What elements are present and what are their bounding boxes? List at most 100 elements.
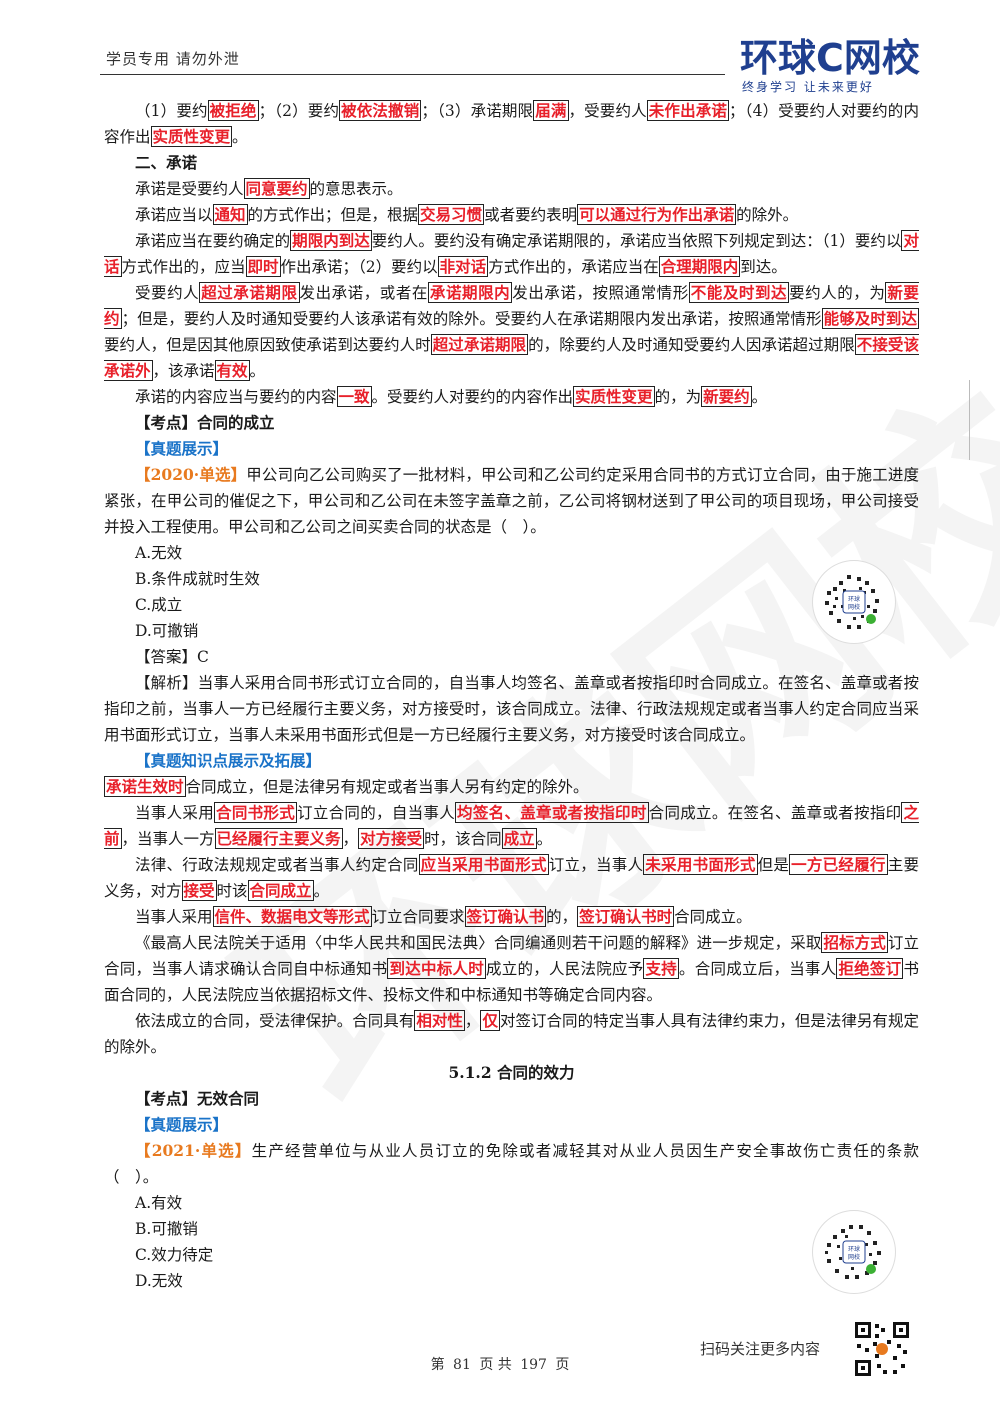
keyword: 对方接受 xyxy=(358,828,425,849)
text: 。 xyxy=(751,388,768,406)
svg-text:环球: 环球 xyxy=(848,1245,860,1253)
qr-pattern: 环球 网校 xyxy=(814,562,894,642)
keyword: 仅 xyxy=(480,1010,500,1031)
wechat-qr-code-icon[interactable]: 环球 网校 xyxy=(812,560,896,644)
text: 方式作出的，承诺应当在 xyxy=(488,258,659,276)
page-mid: 页 共 xyxy=(479,1357,512,1373)
text: 订立合同的，自当事人 xyxy=(297,804,456,822)
text: 作出承诺；（2）要约以 xyxy=(280,258,438,276)
qr-pattern xyxy=(853,1320,911,1378)
keyword: 拒绝签订 xyxy=(836,958,904,979)
qr-pattern: 环球 网校 xyxy=(814,1212,894,1292)
text: ；（2）要约 xyxy=(258,102,340,120)
wechat-qr-code-icon[interactable]: 环球 网校 xyxy=(812,1210,896,1294)
keyword: 不能及时到达 xyxy=(688,282,790,303)
paragraph: 承诺是受要约人同意要约的意思表示。 xyxy=(104,176,919,202)
keyword: 即时 xyxy=(245,256,281,277)
paragraph-offer-termination: （1）要约被拒绝；（2）要约被依法撤销；（3）承诺期限届满，受要约人未作出承诺；… xyxy=(104,98,919,150)
text: 时，该合同 xyxy=(424,830,502,848)
text: 。受要约人对要约的内容作出 xyxy=(371,388,574,406)
section-heading: 二、承诺 xyxy=(135,153,198,172)
brand-logo: 环球C网校 终身学习 让未来更好 xyxy=(740,36,920,100)
text: 承诺应当在要约确定的 xyxy=(135,232,291,250)
paragraph: 受要约人超过承诺期限发出承诺，或者在承诺期限内发出承诺，按照通常情形不能及时到达… xyxy=(104,280,919,384)
keyword: 同意要约 xyxy=(243,178,310,199)
keyword: 应当采用书面形式 xyxy=(418,854,549,875)
text: ， xyxy=(464,1012,481,1030)
svg-text:网校: 网校 xyxy=(848,603,860,611)
text: 的意思表示。 xyxy=(309,180,403,198)
answer: 【答案】C xyxy=(135,648,209,666)
text: 成立的，人民法院应予 xyxy=(485,960,644,978)
keyword: 承诺期限内 xyxy=(427,282,513,303)
keyword: 合同书形式 xyxy=(214,802,298,823)
paragraph: 当事人采用信件、数据电文等形式订立合同要求签订确认书的，签订确认书时合同成立。 xyxy=(104,904,919,930)
keyword: 非对话 xyxy=(437,256,489,277)
logo-title: 环球C网校 xyxy=(740,36,920,80)
question-stem: 【2020·单选】甲公司向乙公司购买了一批材料，甲公司和乙公司约定采用合同书的方… xyxy=(104,462,919,540)
option-d: D.可撤销 xyxy=(135,622,199,640)
text: 《最高人民法院关于适用〈中华人民共和国民法典〉合同编通则若干问题的解释》进一步规… xyxy=(135,934,822,952)
text: ，当事人一方 xyxy=(121,830,215,848)
keyword: 未作出承诺 xyxy=(646,100,730,121)
keyword: 超过承诺期限 xyxy=(199,282,300,303)
paragraph: 承诺生效时合同成立，但是法律另有规定或者当事人另有约定的除外。 xyxy=(104,774,919,800)
text: 。合同成立后，当事人 xyxy=(678,960,837,978)
keyword: 通知 xyxy=(212,204,248,225)
text: 合同成立。在签名、盖章或者按指印 xyxy=(648,804,902,822)
square-qr-code-icon[interactable] xyxy=(853,1320,911,1378)
text: 受要约人 xyxy=(135,284,200,302)
keyword: 招标方式 xyxy=(821,932,888,953)
option-c: C.效力待定 xyxy=(135,1246,214,1264)
text: ， xyxy=(342,830,359,848)
text: 的，除要约人及时通知受要约人因承诺超过期限 xyxy=(528,336,855,354)
text: 。 xyxy=(313,882,330,900)
text: ，受要约人 xyxy=(568,102,647,120)
text: 时该 xyxy=(216,882,248,900)
text: 依法成立的合同，受法律保护。合同具有 xyxy=(135,1012,415,1030)
question-tag: 【2021·单选】 xyxy=(135,1141,252,1160)
text: 发出承诺，按照通常情形 xyxy=(512,284,689,302)
keyword: 已经履行主要义务 xyxy=(214,828,343,849)
keyword: 超过承诺期限 xyxy=(430,334,529,355)
keyword: 一致 xyxy=(336,386,372,407)
paragraph: 依法成立的合同，受法律保护。合同具有相对性，仅对签订合同的特定当事人具有法律约束… xyxy=(104,1008,919,1060)
text: 。 xyxy=(249,362,266,380)
text: 合同成立。 xyxy=(674,908,752,926)
logo-slogan: 终身学习 让未来更好 xyxy=(742,80,874,94)
keyword: 新要约 xyxy=(701,386,752,407)
keyword: 期限内到达 xyxy=(290,230,372,251)
text: 或者要约表明 xyxy=(484,206,578,224)
keyword: 一方已经履行 xyxy=(789,854,888,875)
keyword: 成立 xyxy=(501,828,537,849)
real-question-heading: 【真题展示】 xyxy=(135,439,229,458)
keyword: 未采用书面形式 xyxy=(643,854,758,875)
keyword: 支持 xyxy=(643,958,679,979)
keyword: 能够及时到达 xyxy=(821,308,919,329)
text: 。 xyxy=(232,128,248,146)
paragraph: 《最高人民法院关于适用〈中华人民共和国民法典〉合同编通则若干问题的解释》进一步规… xyxy=(104,930,919,1008)
keyword: 有效 xyxy=(214,360,250,381)
keyword: 新要约 xyxy=(104,282,919,329)
keyword: 之前 xyxy=(104,802,919,849)
text: 订立合同要求 xyxy=(371,908,465,926)
text: 对签订合同的特定当事人具有法律约束力，但是法律另有规定的除外。 xyxy=(104,1012,919,1056)
paragraph: 当事人采用合同书形式订立合同的，自当事人均签名、盖章或者按指印时合同成立。在签名… xyxy=(104,800,919,852)
text: 书面合同的，人民法院应当依据招标文件、投标文件和中标通知书等确定合同内容。 xyxy=(104,960,919,1004)
keyword: 不接受该承诺外 xyxy=(104,334,919,381)
option-b: B.条件成就时生效 xyxy=(135,570,260,588)
paragraph: 法律、行政法规规定或者当事人约定合同应当采用书面形式订立，当事人未采用书面形式但… xyxy=(104,852,919,904)
text: 方式作出的，应当 xyxy=(121,258,246,276)
page-current: 81 xyxy=(453,1357,471,1373)
text: ，该承诺 xyxy=(152,362,215,380)
svg-text:网校: 网校 xyxy=(848,1253,860,1261)
keyword: 签订确认书 xyxy=(464,906,547,927)
text: 生产经营单位与从业人员订立的免除或者减轻其对从业人员因生产安全事故伤亡责任的条款… xyxy=(104,1142,919,1186)
keyword: 届满 xyxy=(533,100,569,121)
header-watermark-text: 学员专用 请勿外泄 xyxy=(106,50,240,68)
keyword: 被拒绝 xyxy=(207,100,259,121)
page-number: 第 81 页 共 197 页 xyxy=(0,1354,1000,1374)
keyword: 交易习惯 xyxy=(418,204,485,225)
margin-mark xyxy=(969,380,970,460)
text: 合同成立，但是法律另有规定或者当事人另有约定的除外。 xyxy=(185,778,589,796)
